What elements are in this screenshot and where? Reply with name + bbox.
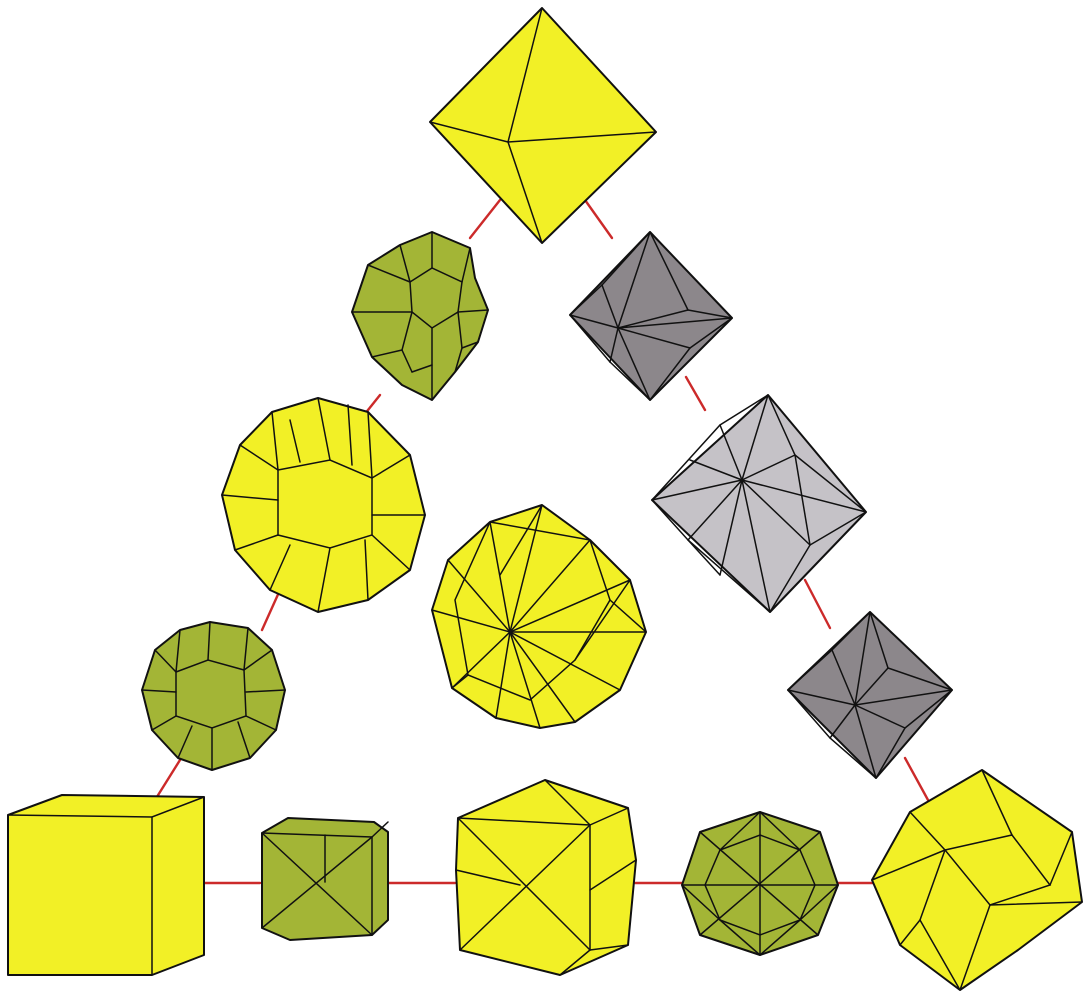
edge-great-rhombicuboctahedron-cube <box>155 760 180 800</box>
great-rhombicuboctahedron <box>142 622 285 770</box>
tetrakis-hexahedron <box>788 612 952 778</box>
edge-deltoidal-icositetrahedron-tetrakis-hexahedron <box>805 580 830 628</box>
cuboctahedron <box>456 780 636 975</box>
edge-tetrakis-hexahedron-rhombic-dodecahedron <box>905 758 928 800</box>
truncated-cube <box>262 818 388 940</box>
edge-triakis-octahedron-deltoidal-icositetrahedron <box>686 377 705 410</box>
edge-octahedron-triakis-octahedron <box>585 200 612 238</box>
cube <box>8 795 204 975</box>
disdyakis-dodecahedron <box>682 812 838 955</box>
edge-octahedron-truncated-octahedron <box>470 200 500 238</box>
truncated-octahedron <box>352 232 488 400</box>
edge-rhombicuboctahedron-great-rhombicuboctahedron <box>262 590 280 630</box>
triakis-octahedron <box>570 232 732 400</box>
rhombicuboctahedron <box>222 398 425 612</box>
octahedron <box>430 8 656 243</box>
snub-cube <box>432 505 646 728</box>
deltoidal-icositetrahedron <box>652 395 866 612</box>
rhombic-dodecahedron <box>872 770 1082 990</box>
